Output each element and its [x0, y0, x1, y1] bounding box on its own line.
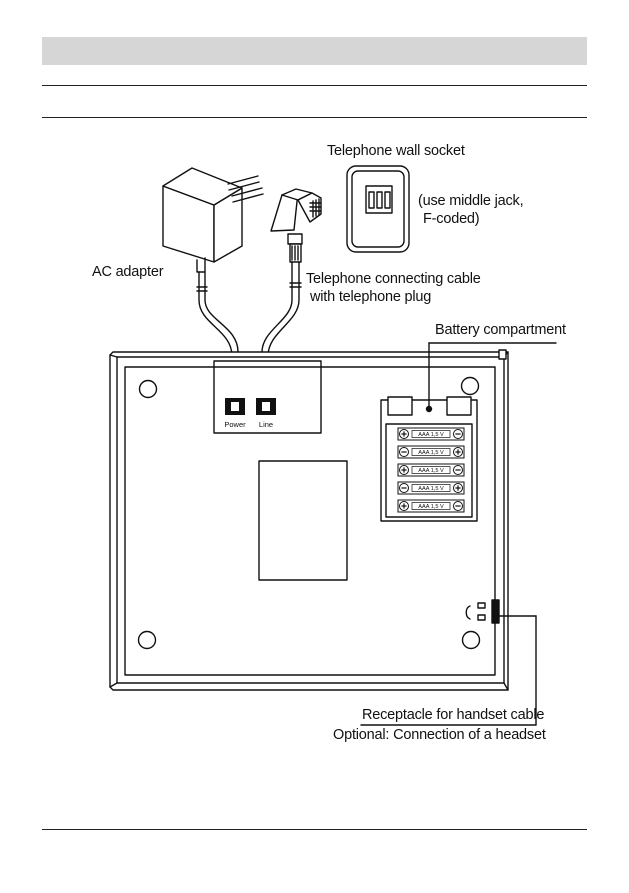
line-port-label: Line [259, 420, 273, 429]
minus-terminal-icon [453, 465, 463, 475]
battery-cell-label: AAA 1,5 V [418, 504, 444, 510]
handset-receptacle [360, 599, 537, 726]
plus-terminal-icon [399, 429, 409, 439]
middle-jack-note-1: (use middle jack, [418, 193, 524, 209]
handset-receptacle-label: Receptacle for handset cable [362, 707, 545, 723]
minus-terminal-icon [399, 483, 409, 493]
plus-terminal-icon [453, 483, 463, 493]
middle-jack-note-2: F-coded) [423, 211, 480, 227]
cable-label-2: with telephone plug [310, 289, 432, 305]
cable-label-1: Telephone connecting cable [306, 271, 481, 287]
plus-terminal-icon [453, 447, 463, 457]
ac-adapter-label: AC adapter [92, 264, 164, 280]
minus-terminal-icon [453, 429, 463, 439]
battery-compartment-label: Battery compartment [435, 322, 566, 338]
ac-adapter-icon [162, 167, 264, 273]
battery-cells: AAA 1,5 V AAA 1,5 V AAA 1,5 V AAA 1,5 V AAA … [397, 427, 465, 513]
top-divider [42, 85, 587, 86]
footer-divider [42, 829, 587, 830]
plus-terminal-icon [399, 465, 409, 475]
headset-note: Optional: Connection of a headset [333, 727, 546, 743]
battery-cell-label: AAA 1,5 V [418, 432, 444, 438]
telephone-plug-icon [270, 188, 322, 263]
battery-compartment [380, 342, 557, 522]
line-port [256, 398, 276, 415]
battery-cell-label: AAA 1,5 V [418, 486, 444, 492]
plus-terminal-icon [399, 501, 409, 511]
battery-cell-label: AAA 1,5 V [418, 450, 444, 456]
wall-socket-icon [346, 165, 410, 253]
battery-cell: AAA 1,5 V [397, 445, 465, 459]
battery-cell: AAA 1,5 V [397, 499, 465, 513]
battery-cell: AAA 1,5 V [397, 463, 465, 477]
minus-terminal-icon [453, 501, 463, 511]
second-divider [42, 117, 587, 118]
minus-terminal-icon [399, 447, 409, 457]
header-bar [42, 37, 587, 65]
battery-cell: AAA 1,5 V [397, 427, 465, 441]
battery-cell: AAA 1,5 V [397, 481, 465, 495]
power-port [225, 398, 245, 415]
battery-cell-label: AAA 1,5 V [418, 468, 444, 474]
power-port-label: Power [224, 420, 246, 429]
wall-socket-label: Telephone wall socket [327, 143, 465, 159]
